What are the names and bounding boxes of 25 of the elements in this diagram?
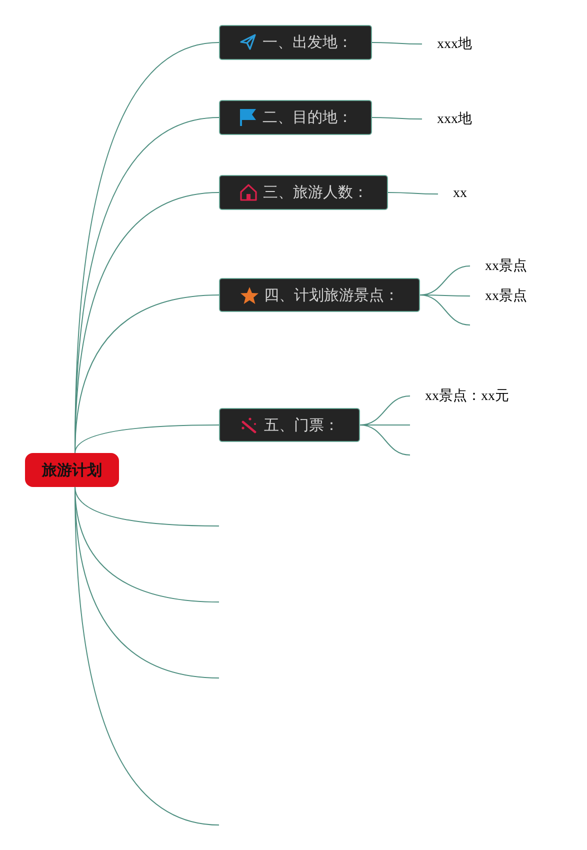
connector-line <box>420 294 470 326</box>
topic-label: 五、门票： <box>264 416 339 434</box>
connector-line <box>372 117 422 120</box>
leaf-text: xx <box>453 186 467 202</box>
connector-line <box>388 192 438 194</box>
topic-box <box>219 100 372 135</box>
topic-label: 一、出发地： <box>262 33 352 52</box>
connector-line <box>360 424 410 456</box>
leaf-text: xxx地 <box>437 36 472 53</box>
topic-box <box>219 278 420 312</box>
topic-label: 四、计划旅游景点： <box>264 286 399 304</box>
topic-label: 三、旅游人数： <box>263 183 368 202</box>
leaf-text: xx景点：xx元 <box>425 388 509 405</box>
connector-line <box>74 424 220 454</box>
topic-box <box>219 408 360 442</box>
topic-label: 二、目的地： <box>262 108 352 127</box>
topic-label: 旅游计划 <box>42 460 102 480</box>
connector-line <box>74 294 220 454</box>
root-topic <box>25 453 119 487</box>
leaf-text: xxx地 <box>437 110 472 128</box>
leaf-text: xx景点 <box>485 258 527 275</box>
topic-box <box>219 25 372 60</box>
connector-line <box>372 42 422 44</box>
leaf-text: xx景点 <box>485 288 527 305</box>
topic-box <box>219 175 388 210</box>
